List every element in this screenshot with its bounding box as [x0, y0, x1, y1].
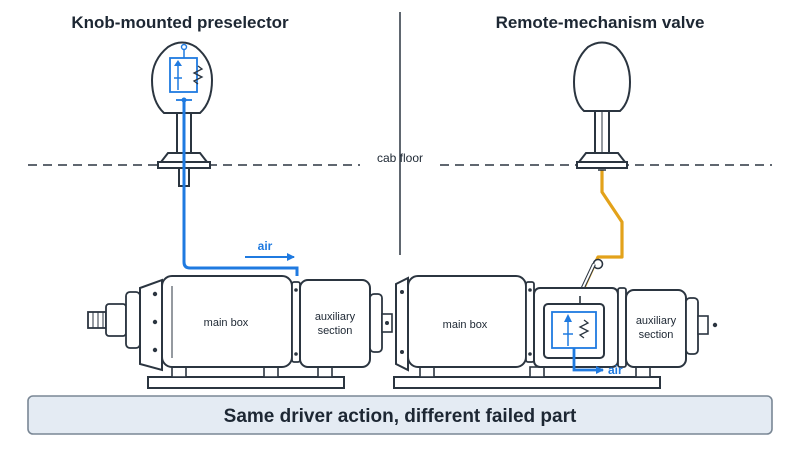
- right-aux-label-line2: section: [639, 329, 674, 341]
- right-air-label: air: [608, 363, 623, 377]
- remote-mechanism-valve: [543, 296, 605, 359]
- left-panel-title: Knob-mounted preselector: [71, 13, 289, 32]
- left-main-box-label: main box: [204, 317, 249, 329]
- summary-banner-text: Same driver action, different failed par…: [224, 406, 577, 427]
- left-air-line: [182, 100, 299, 276]
- left-aux-label-line1: auxiliary: [315, 311, 356, 323]
- left-auxiliary-section: [299, 279, 371, 368]
- left-air-label: air: [258, 239, 273, 253]
- right-shifter: [572, 41, 632, 169]
- left-preselector-valve: [169, 43, 204, 103]
- right-shift-knob: [572, 41, 632, 112]
- right-shift-boot: [576, 152, 628, 163]
- summary-banner: [27, 395, 773, 435]
- left-transmission: main box auxiliary section: [87, 275, 393, 389]
- right-main-box-label: main box: [443, 319, 488, 331]
- left-mount-rail: [147, 376, 345, 389]
- right-air-line: [572, 348, 604, 374]
- cab-floor-label: cab floor: [377, 151, 423, 165]
- right-mount-rail: [393, 376, 661, 389]
- left-aux-label-line2: section: [318, 325, 353, 337]
- right-panel-title: Remote-mechanism valve: [496, 13, 705, 32]
- right-aux-label-line1: auxiliary: [636, 315, 677, 327]
- remote-linkage: [573, 169, 624, 303]
